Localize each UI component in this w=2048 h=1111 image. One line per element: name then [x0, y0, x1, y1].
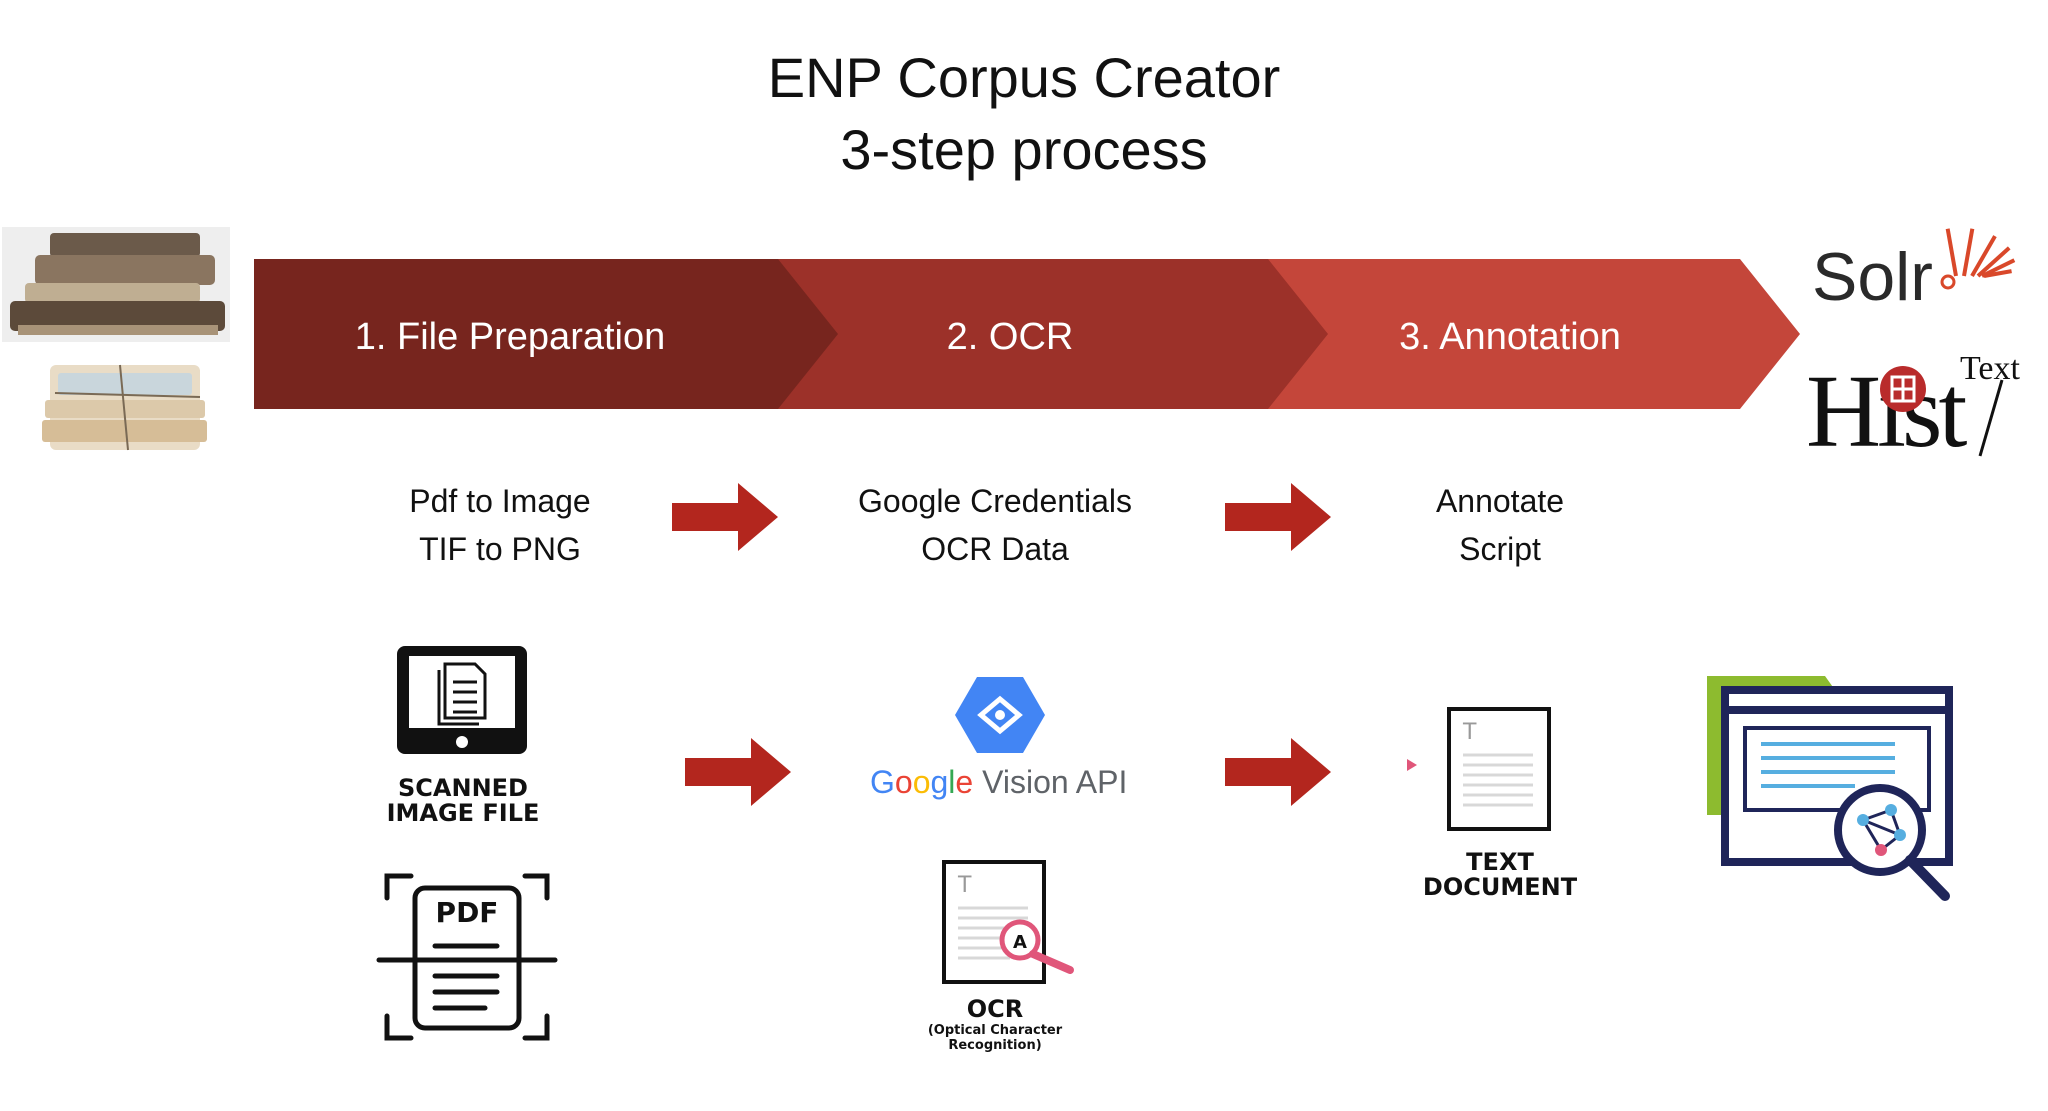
step-1-details: Pdf to Image TIF to PNG — [340, 477, 660, 573]
step-1-label: 1. File Preparation — [354, 316, 666, 358]
step-3-detail-2: Script — [1459, 531, 1541, 567]
step-2-detail-1: Google Credentials — [858, 483, 1132, 519]
histtext-logo: Hist Text — [1806, 348, 2046, 468]
step-chevron-2 — [724, 259, 1328, 409]
ocr-caption-sub-1: (Optical Character — [927, 1023, 1063, 1038]
vision-api-icon — [955, 677, 1045, 753]
step-3-detail-1: Annotate — [1435, 483, 1565, 519]
text-document-icon: T — [1407, 707, 1551, 831]
ocr-document-icon: T A — [942, 860, 1074, 984]
step-2-label: 2. OCR — [946, 316, 1074, 358]
arrow-right-icon — [1225, 483, 1331, 551]
scanned-caption-line-1: SCANNED — [398, 774, 528, 802]
arrow-right-icon — [685, 738, 791, 806]
scanned-tablet-icon — [397, 646, 527, 754]
google-wordmark: Google — [870, 764, 974, 800]
histtext-text: Text — [1960, 350, 2020, 387]
ocr-doc-letter: T — [957, 873, 972, 898]
step-2-details: Google Credentials OCR Data — [830, 477, 1160, 573]
arrow-right-icon — [1225, 738, 1331, 806]
ocr-caption-sub-2: Recognition) — [948, 1038, 1042, 1053]
ocr-caption: OCR (Optical Character Recognition) — [900, 995, 1090, 1053]
text-doc-caption-line-1: TEXT — [1466, 848, 1534, 876]
title-line-1: ENP Corpus Creator — [767, 46, 1281, 109]
scanned-caption-line-2: IMAGE FILE — [386, 799, 540, 827]
solr-wordmark: Solr — [1812, 239, 1933, 315]
google-vision-api-logo: Google Vision API — [870, 760, 1130, 804]
slash-mark — [1978, 379, 2004, 457]
text-doc-caption-line-2: DOCUMENT — [1422, 873, 1578, 901]
diagram-title: ENP Corpus Creator 3-step process — [0, 42, 2048, 186]
scanned-image-caption: SCANNED IMAGE FILE — [370, 776, 556, 826]
step-1-detail-2: TIF to PNG — [419, 531, 581, 567]
newspaper-bundle — [42, 364, 207, 451]
chinese-seal-icon — [1880, 366, 1926, 412]
ocr-caption-title: OCR — [966, 995, 1024, 1023]
step-chevron-1 — [254, 259, 838, 409]
title-line-2: 3-step process — [840, 118, 1208, 181]
scan-frame-icon — [376, 873, 558, 1041]
step-3-details: Annotate Script — [1360, 477, 1640, 573]
step-2-detail-2: OCR Data — [921, 531, 1069, 567]
solr-sun-icon — [1940, 228, 2016, 290]
step-1-detail-1: Pdf to Image — [409, 483, 591, 519]
step-3-label: 3. Annotation — [1399, 316, 1621, 358]
solr-logo: Solr — [1812, 228, 2016, 322]
pdf-label: PDF — [435, 896, 499, 929]
old-books-image — [2, 227, 230, 451]
process-banner — [254, 259, 1800, 409]
step-chevron-3 — [1220, 259, 1800, 409]
text-document-caption: TEXT DOCUMENT — [1400, 850, 1600, 900]
browser-search-icon — [1707, 676, 1953, 901]
vision-api-wordmark: Vision API — [982, 764, 1128, 800]
arrow-right-icon — [672, 483, 778, 551]
ocr-magnifier-letter: A — [1013, 932, 1027, 953]
pdf-scan-icon: PDF — [375, 868, 560, 1048]
text-doc-letter: T — [1462, 720, 1477, 745]
